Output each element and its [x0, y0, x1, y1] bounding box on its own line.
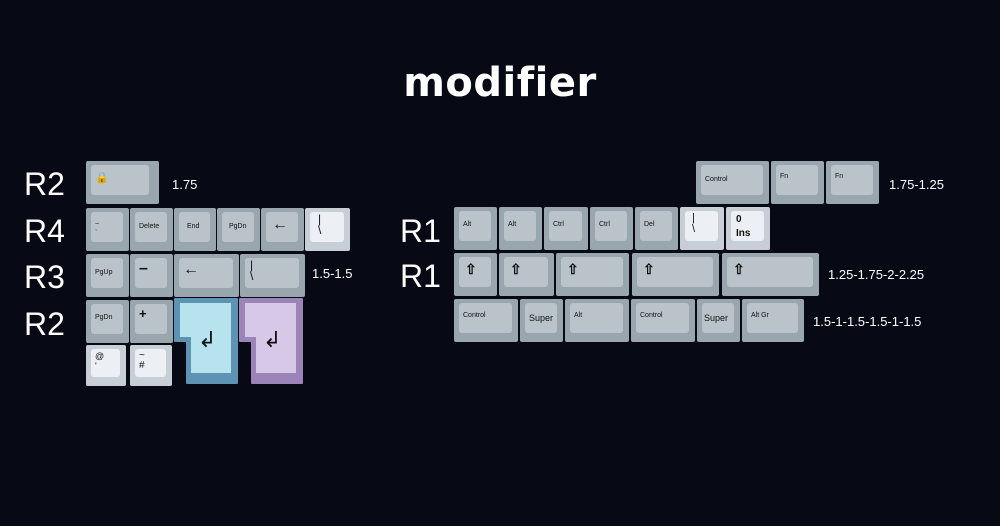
size-label-right-r1a: 1.25-1.75-2-2.25: [828, 267, 925, 282]
key-backslash: | \: [305, 208, 350, 251]
row-label-r4: R4: [24, 213, 65, 249]
shift-icon: ⇧: [733, 261, 745, 277]
size-label-right-top: 1.75-1.25: [889, 177, 944, 192]
arrow-left-icon: ←: [272, 216, 288, 233]
size-label-right-r1b: 1.5-1-1.5-1.5-1-1.5: [813, 314, 922, 329]
key-shift-3: ⇧: [556, 253, 629, 296]
lock-icon: 🔒: [95, 172, 109, 184]
key-backslash-right: | \: [680, 207, 724, 250]
key-backspace-wide: ←: [174, 254, 239, 297]
enter-icon: ↲: [198, 328, 217, 353]
row-label-r2-top: R2: [24, 166, 65, 202]
key-shift-2: ⇧: [499, 253, 554, 296]
enter-icon: ↲: [263, 328, 282, 353]
shift-icon: ⇧: [567, 261, 579, 277]
key-del: Del: [635, 207, 678, 250]
key-altgr: Alt Gr: [742, 299, 804, 342]
key-plus: +: [130, 300, 173, 343]
key-backslash-wide: | \: [240, 254, 305, 297]
row-label-r1-a: R1: [400, 213, 441, 249]
size-label-left-r2: 1.75: [172, 177, 198, 192]
page-title: modifier: [403, 60, 597, 106]
key-shift-5: ⇧: [722, 253, 819, 296]
key-minus: –: [130, 254, 173, 297]
key-end: End: [174, 208, 216, 251]
key-alt-1: Alt: [454, 207, 497, 250]
key-pgup: PgUp: [86, 254, 129, 297]
key-pgdn-2: PgDn: [86, 300, 129, 343]
key-ins: 0 Ins: [726, 207, 770, 250]
size-label-left-r3: 1.5-1.5: [312, 266, 353, 281]
key-ctrl-2: Ctrl: [590, 207, 633, 250]
shift-icon: ⇧: [465, 261, 477, 277]
key-shift-4: ⇧: [632, 253, 719, 296]
key-delete: Delete: [130, 208, 173, 251]
key-at: @ ': [86, 345, 126, 386]
key-fn-2: Fn: [826, 161, 879, 204]
key-control-bottom-2: Control: [631, 299, 695, 342]
key-hash: ~ #: [130, 345, 172, 386]
key-pgdn: PgDn: [217, 208, 260, 251]
key-tilde: ~ `: [86, 208, 129, 251]
key-backspace: ←: [261, 208, 304, 251]
key-super-1: Super: [520, 299, 563, 342]
row-label-r2-bottom: R2: [24, 306, 65, 342]
key-shift-1: ⇧: [454, 253, 497, 296]
key-fn-1: Fn: [771, 161, 824, 204]
key-alt-bottom: Alt: [565, 299, 629, 342]
key-control-top: Control: [696, 161, 769, 204]
shift-icon: ⇧: [643, 261, 655, 277]
key-alt-2: Alt: [499, 207, 542, 250]
enter-key-blue: [174, 298, 238, 384]
key-control-bottom-1: Control: [454, 299, 518, 342]
key-ctrl-1: Ctrl: [544, 207, 588, 250]
row-label-r1-b: R1: [400, 258, 441, 294]
enter-key-purple: [239, 298, 303, 384]
arrow-left-icon: ←: [183, 261, 199, 278]
shift-icon: ⇧: [510, 261, 522, 277]
row-label-r3: R3: [24, 259, 65, 295]
key-lock: 🔒: [86, 161, 159, 204]
key-super-2: Super: [697, 299, 740, 342]
